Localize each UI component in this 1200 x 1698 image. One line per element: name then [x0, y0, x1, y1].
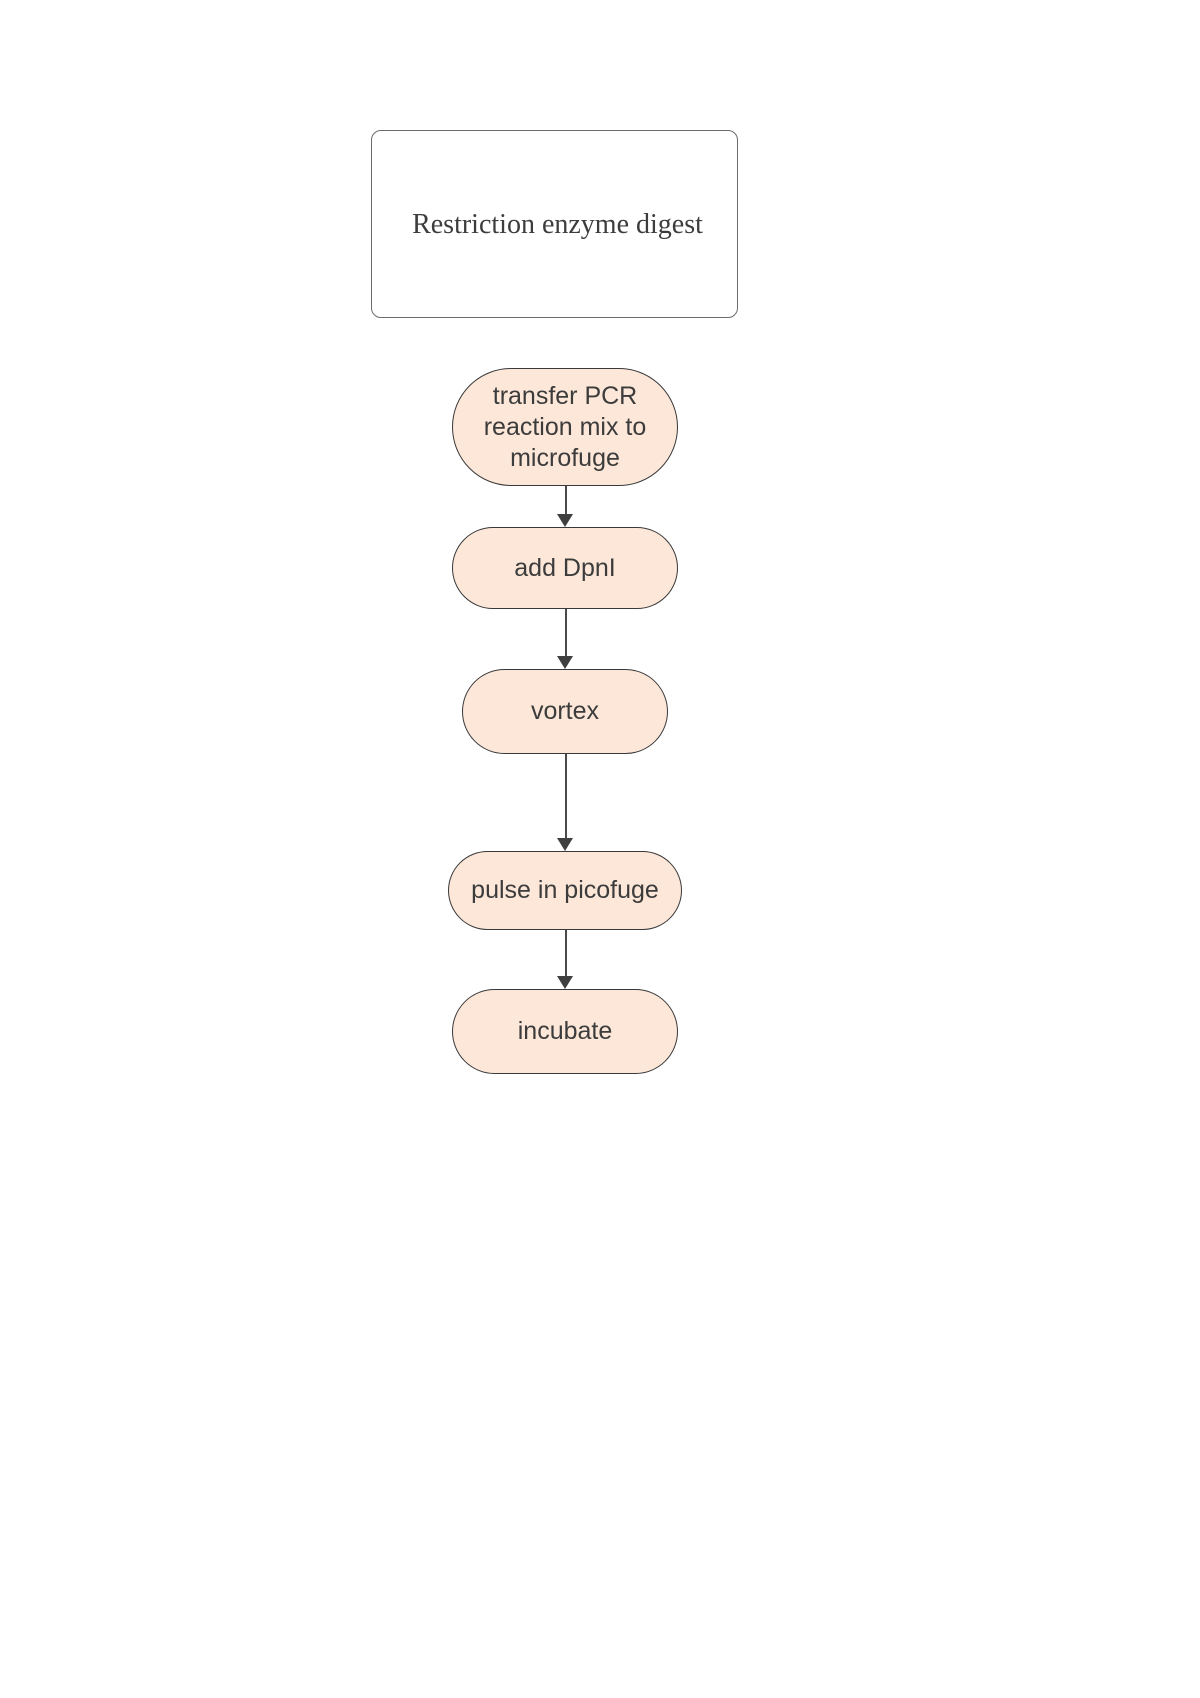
flowchart-node-vortex[interactable]: vortex	[462, 669, 668, 754]
node-label: add DpnI	[514, 553, 616, 582]
subgraph-container-restriction-enzyme-digest	[371, 130, 738, 318]
node-label: transfer PCR reaction mix to microfuge	[483, 381, 647, 472]
arrowhead-icon	[557, 656, 573, 669]
node-label: vortex	[530, 697, 600, 725]
node-label: pulse in picofuge	[471, 876, 659, 904]
subgraph-title-label: Restriction enzyme digest	[412, 209, 703, 240]
arrowhead-icon	[557, 514, 573, 527]
flowchart-node-pulse-in-picofuge[interactable]: pulse in picofuge	[448, 851, 682, 930]
flowchart-node-add-dpni[interactable]: add DpnI	[452, 527, 678, 609]
node-label: incubate	[517, 1017, 613, 1045]
flowchart-node-transfer-pcr-reaction-mix[interactable]: transfer PCR reaction mix to microfuge	[452, 368, 678, 486]
flow-edge-pulse-to-incubate	[565, 930, 567, 980]
flow-edge-vortex-to-pulse	[565, 754, 567, 844]
flow-edge-add-dpni-to-vortex	[565, 609, 567, 659]
flow-edge-transfer-to-add-dpni	[565, 486, 567, 519]
arrowhead-icon	[557, 838, 573, 851]
flowchart-node-incubate[interactable]: incubate	[452, 989, 678, 1074]
arrowhead-icon	[557, 976, 573, 989]
